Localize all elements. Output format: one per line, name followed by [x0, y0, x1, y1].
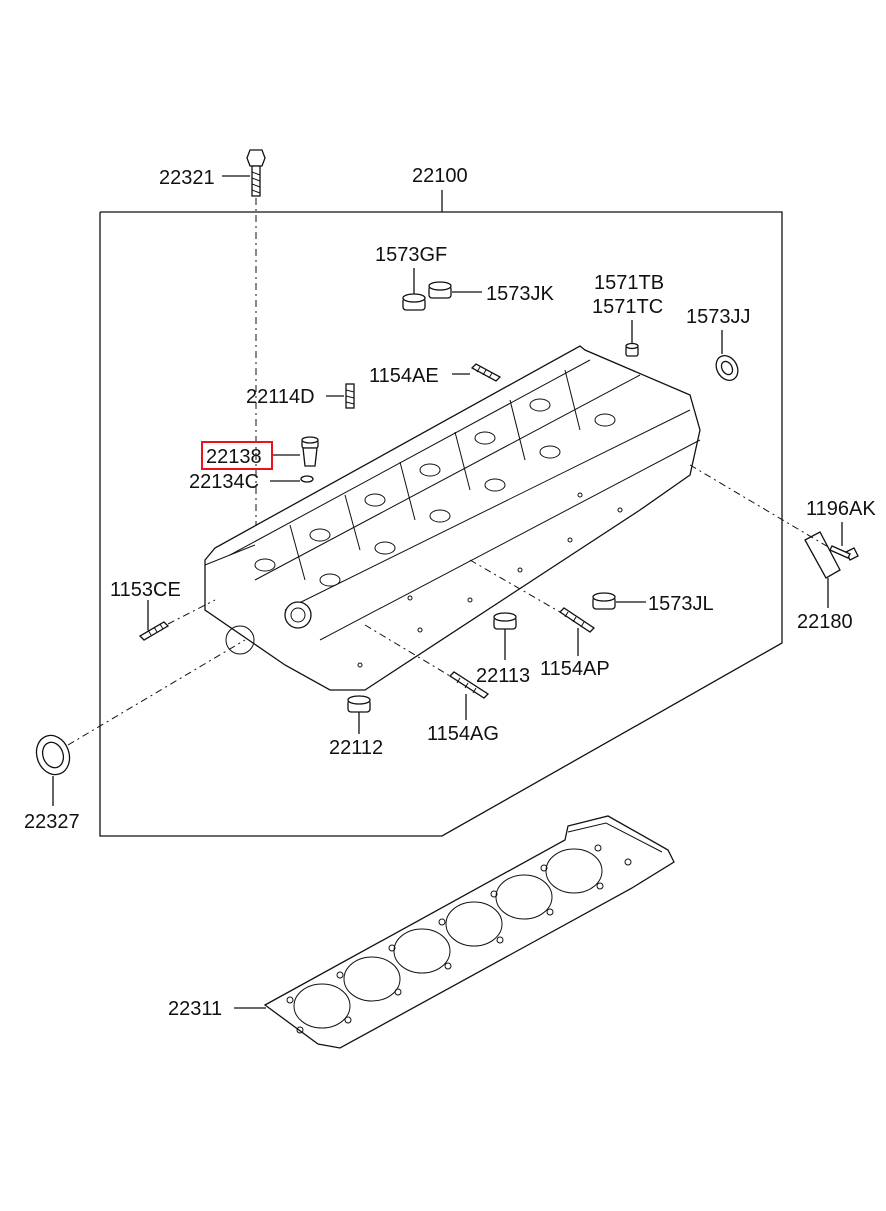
oring-22134C: [300, 475, 314, 483]
label-1571TC: 1571TC: [592, 296, 663, 318]
label-22112: 22112: [329, 737, 383, 759]
plug-22113: [493, 612, 517, 630]
label-22327: 22327: [24, 811, 80, 833]
label-1573JL: 1573JL: [648, 593, 714, 615]
label-22138: 22138: [206, 446, 262, 468]
label-1573JJ: 1573JJ: [686, 306, 751, 328]
label-1571TB: 1571TB: [594, 272, 664, 294]
highlight-box-22138: [201, 441, 273, 470]
axis-1154AP: [469, 559, 561, 613]
label-1153CE: 1153CE: [110, 579, 181, 601]
pin-22114D: [345, 383, 355, 409]
label-22311: 22311: [168, 998, 222, 1020]
stud-1154AP: [558, 607, 596, 633]
pin-1571TB: [625, 342, 639, 357]
cover-22180: [804, 531, 841, 579]
head-gasket-22311: [263, 815, 675, 1049]
bolt-22321: [246, 149, 266, 197]
label-22180: 22180: [797, 611, 853, 633]
label-1154AG: 1154AG: [427, 723, 499, 745]
label-1154AP: 1154AP: [540, 658, 610, 680]
assembly-frame: [99, 211, 783, 837]
sleeve-22138: [301, 436, 319, 467]
stud-1154AE: [470, 363, 502, 382]
seal-22327: [35, 734, 71, 776]
label-22114D: 22114D: [246, 386, 315, 408]
cylinder-head: [204, 345, 701, 691]
label-22100: 22100: [412, 165, 468, 187]
plug-1573GF: [402, 293, 426, 311]
label-1573GF: 1573GF: [375, 244, 447, 266]
bolt-1196AK: [829, 545, 859, 561]
stud-1153CE: [138, 621, 170, 641]
label-1154AE: 1154AE: [369, 365, 439, 387]
seal-1573JJ: [715, 355, 739, 381]
plug-1573JL: [592, 592, 616, 610]
axis-22327: [67, 639, 246, 746]
stud-1154AG: [448, 671, 490, 699]
label-1573JK: 1573JK: [486, 283, 554, 305]
label-22321: 22321: [159, 167, 215, 189]
label-1196AK: 1196AK: [806, 498, 876, 520]
label-22134C: 22134C: [189, 471, 259, 493]
plug-1573JK: [428, 281, 452, 299]
label-22113: 22113: [476, 665, 530, 687]
plug-22112: [347, 695, 371, 713]
